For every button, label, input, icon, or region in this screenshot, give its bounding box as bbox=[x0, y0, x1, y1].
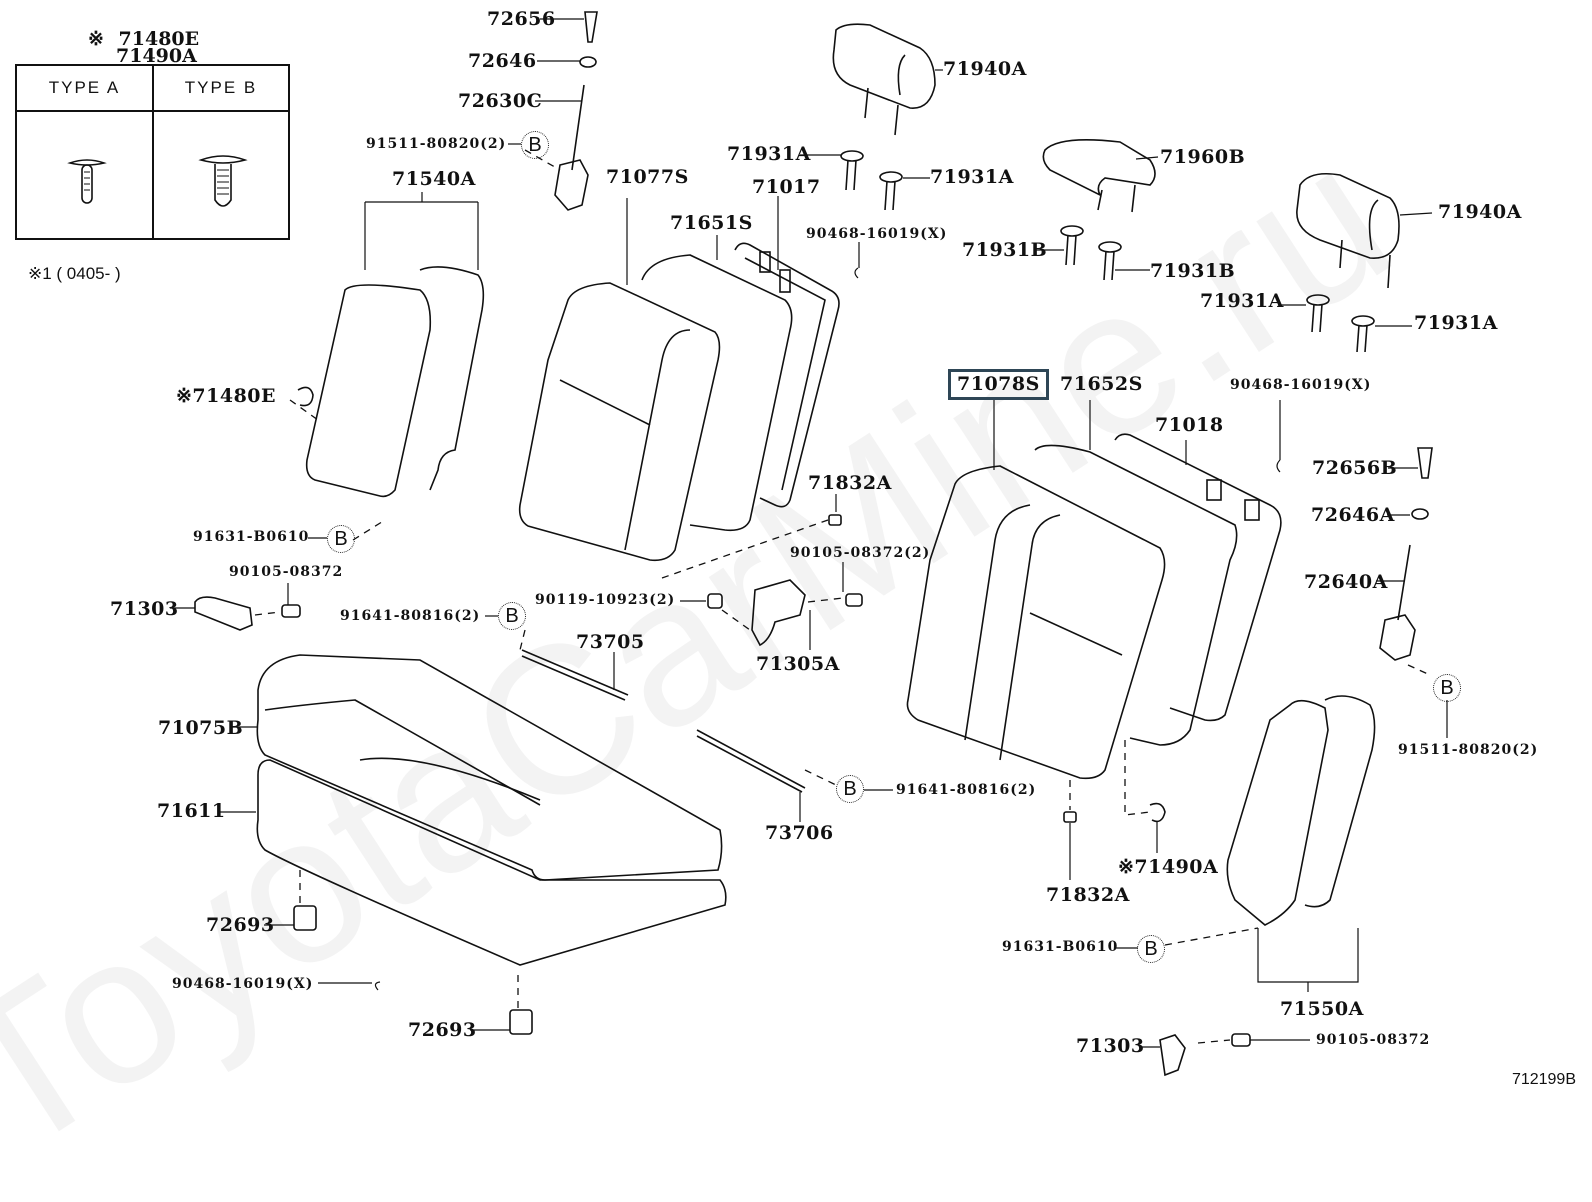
part-label-72630c[interactable]: 72630C bbox=[458, 90, 543, 112]
part-label-90119-10923[interactable]: 90119-10923(2) bbox=[535, 592, 676, 608]
part-label-71940a[interactable]: 71940A bbox=[1438, 201, 1522, 223]
diagram-artwork bbox=[170, 11, 1448, 1077]
armrest-left-drawing[interactable] bbox=[305, 192, 485, 498]
part-label-72646[interactable]: 72646 bbox=[468, 50, 537, 72]
part-label-90105-08372[interactable]: 90105-08372 bbox=[229, 564, 344, 580]
part-label-72693[interactable]: 72693 bbox=[206, 914, 275, 936]
part-label-72693[interactable]: 72693 bbox=[408, 1019, 477, 1041]
part-label-71303[interactable]: 71303 bbox=[110, 598, 179, 620]
reference-marker-b[interactable]: B bbox=[1137, 935, 1165, 963]
part-label-71931a[interactable]: 71931A bbox=[1200, 290, 1284, 312]
part-label-71018[interactable]: 71018 bbox=[1155, 414, 1224, 436]
legend-footnote: ※1 ( 0405- ) bbox=[28, 264, 121, 283]
headrest-right-drawing[interactable] bbox=[1296, 172, 1433, 289]
seat-lock-right-drawing[interactable] bbox=[1379, 447, 1433, 661]
part-label-71832a[interactable]: 71832A bbox=[1046, 884, 1130, 906]
clip-type-b-icon bbox=[198, 155, 248, 207]
legend-part-number[interactable]: 71490A bbox=[116, 45, 197, 67]
reference-marker-b[interactable]: B bbox=[498, 602, 526, 630]
reference-marker-b[interactable]: B bbox=[1433, 674, 1461, 702]
part-label-71017[interactable]: 71017 bbox=[752, 176, 821, 198]
legend-marker: ※ bbox=[88, 28, 104, 50]
part-label-71652s[interactable]: 71652S bbox=[1060, 373, 1143, 395]
part-label-71490a[interactable]: ※71490A bbox=[1118, 856, 1219, 878]
clip-type-legend: TYPE A TYPE B bbox=[15, 64, 290, 240]
part-label-71078s-highlighted[interactable]: 71078S bbox=[948, 369, 1049, 400]
part-label-90468-16019[interactable]: 90468-16019(X) bbox=[806, 226, 948, 242]
part-label-71540a[interactable]: 71540A bbox=[392, 168, 476, 190]
part-label-71480e[interactable]: ※71480E bbox=[176, 385, 277, 407]
part-label-91641-80816[interactable]: 91641-80816(2) bbox=[340, 608, 481, 624]
part-label-91511-80820[interactable]: 91511-80820(2) bbox=[1398, 742, 1539, 758]
reference-marker-b[interactable]: B bbox=[521, 131, 549, 159]
armrest-right-drawing[interactable] bbox=[1226, 695, 1376, 992]
headrest-center-drawing[interactable] bbox=[1042, 138, 1156, 213]
part-label-71075b[interactable]: 71075B bbox=[158, 717, 244, 739]
part-label-72656b[interactable]: 72656B bbox=[1312, 457, 1398, 479]
part-label-71940a[interactable]: 71940A bbox=[943, 58, 1027, 80]
legend-cell-type-a bbox=[17, 66, 154, 238]
part-label-71931a[interactable]: 71931A bbox=[727, 143, 811, 165]
headrest-left-drawing[interactable] bbox=[832, 23, 943, 136]
part-label-71960b[interactable]: 71960B bbox=[1160, 146, 1246, 168]
seatback-right-drawing[interactable] bbox=[906, 400, 1282, 780]
part-label-71303[interactable]: 71303 bbox=[1076, 1035, 1145, 1057]
part-label-91631-b0610[interactable]: 91631-B0610 bbox=[193, 529, 310, 545]
headrest-guide-drawing[interactable] bbox=[840, 150, 1375, 353]
part-label-90105-08372[interactable]: 90105-08372(2) bbox=[790, 545, 931, 561]
clip-type-a-icon bbox=[67, 159, 107, 204]
reference-marker-b[interactable]: B bbox=[836, 775, 864, 803]
fastener-drawing[interactable] bbox=[281, 386, 1251, 1047]
part-label-71077s[interactable]: 71077S bbox=[606, 166, 689, 188]
part-label-71931b[interactable]: 71931B bbox=[962, 239, 1048, 261]
part-label-90468-16019[interactable]: 90468-16019(X) bbox=[172, 976, 314, 992]
part-label-91631-b0610[interactable]: 91631-B0610 bbox=[1002, 939, 1119, 955]
part-label-90468-16019[interactable]: 90468-16019(X) bbox=[1230, 377, 1372, 393]
seat-lock-left-drawing[interactable] bbox=[554, 11, 598, 211]
reference-marker-b[interactable]: B bbox=[327, 525, 355, 553]
part-label-90105-08372[interactable]: 90105-08372 bbox=[1316, 1032, 1431, 1048]
part-label-73706[interactable]: 73706 bbox=[765, 822, 834, 844]
part-label-71305a[interactable]: 71305A bbox=[756, 653, 840, 675]
part-label-91641-80816[interactable]: 91641-80816(2) bbox=[896, 782, 1037, 798]
part-label-71651s[interactable]: 71651S bbox=[670, 212, 753, 234]
parts-diagram: ToyotaCarMine.ru ※ 71480E 71490A TYPE A … bbox=[0, 8, 1576, 1199]
part-label-71931a[interactable]: 71931A bbox=[1414, 312, 1498, 334]
part-label-71832a[interactable]: 71832A bbox=[808, 472, 892, 494]
part-label-72646a[interactable]: 72646A bbox=[1311, 504, 1395, 526]
seatback-left-drawing[interactable] bbox=[518, 198, 793, 562]
part-label-72640a[interactable]: 72640A bbox=[1304, 571, 1388, 593]
legend-part-number[interactable]: 71480E bbox=[118, 28, 200, 50]
part-label-71931a[interactable]: 71931A bbox=[930, 166, 1014, 188]
part-label-91511-80820[interactable]: 91511-80820(2) bbox=[366, 136, 507, 152]
seat-cushion-drawing[interactable] bbox=[256, 654, 727, 966]
legend-type-b-label: TYPE B bbox=[154, 66, 288, 112]
seat-frame-left-drawing[interactable] bbox=[734, 196, 840, 508]
legend-type-a-label: TYPE A bbox=[17, 66, 152, 112]
legend-title: ※ 71480E bbox=[88, 28, 199, 50]
part-label-73705[interactable]: 73705 bbox=[576, 631, 645, 653]
hinge-bracket-drawing[interactable] bbox=[194, 579, 1186, 1077]
part-label-71550a[interactable]: 71550A bbox=[1280, 998, 1364, 1020]
support-rod-drawing[interactable] bbox=[521, 649, 806, 793]
part-label-72656[interactable]: 72656 bbox=[487, 8, 556, 30]
figure-code: 712199B bbox=[1511, 1071, 1576, 1088]
part-label-71931b[interactable]: 71931B bbox=[1150, 260, 1236, 282]
part-label-71611[interactable]: 71611 bbox=[157, 800, 226, 822]
